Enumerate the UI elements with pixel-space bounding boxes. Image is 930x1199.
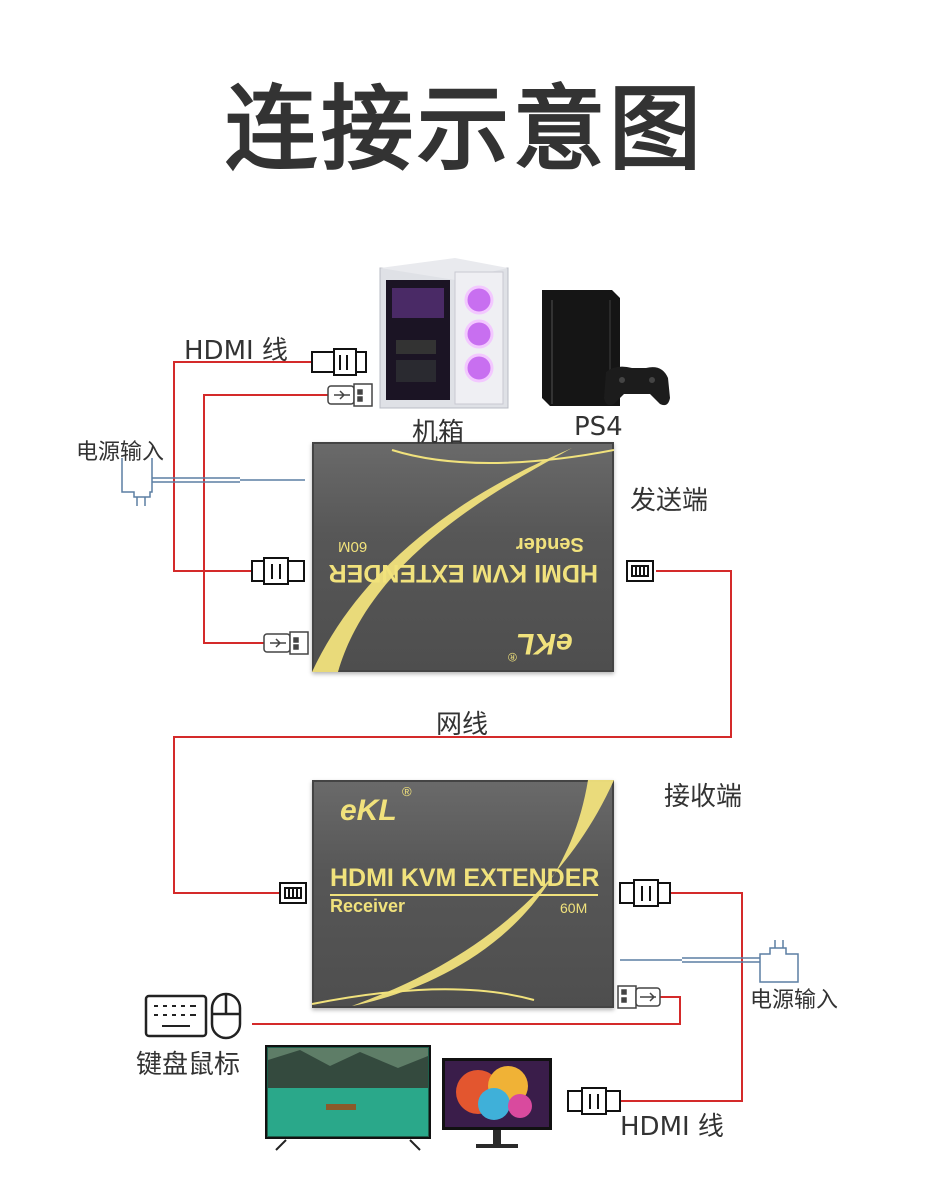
sender-role: Sender <box>516 533 584 555</box>
network-cable-label: 网线 <box>436 710 489 740</box>
hdmi-plug-icon <box>619 879 671 907</box>
pc-case-label: 机箱 <box>412 418 465 448</box>
receiver-role: Receiver <box>330 896 406 916</box>
hdmi-plug-icon <box>567 1087 621 1115</box>
sender-box: HDMI KVM EXTENDER Sender 60M eKL ® <box>312 442 614 672</box>
monitor-icon <box>442 1058 552 1148</box>
hdmi-wire-top <box>173 361 312 572</box>
receiver-end-label: 接收端 <box>664 782 743 812</box>
hdmi-plug-icon <box>311 348 367 376</box>
usb-plug-icon <box>617 985 661 1009</box>
mouse-icon <box>210 992 242 1040</box>
power-input-label-right: 电源输入 <box>750 988 839 1013</box>
power-adapter-icon <box>121 458 153 506</box>
sender-end-label: 发送端 <box>630 486 709 516</box>
pc-case-icon <box>379 258 509 409</box>
keyboard-mouse-label: 键盘鼠标 <box>136 1050 241 1080</box>
tv-icon <box>265 1045 431 1151</box>
sender-registered: ® <box>508 650 517 664</box>
sender-brand: eKL <box>516 627 573 660</box>
sender-product: HDMI KVM EXTENDER <box>328 559 598 587</box>
power-adapter-icon <box>759 940 799 983</box>
keyboard-icon <box>144 994 208 1038</box>
network-wire <box>173 570 732 894</box>
power-input-label-left: 电源输入 <box>76 440 165 465</box>
sender-swoosh <box>312 448 614 672</box>
receiver-swoosh <box>312 780 614 1006</box>
receiver-registered: ® <box>402 784 412 799</box>
hdmi-wire-bottom <box>620 892 743 1102</box>
ps4-label: PS4 <box>574 412 623 442</box>
rj45-port-icon <box>626 560 654 582</box>
sender-distance: 60M <box>338 538 368 555</box>
rj45-port-icon <box>279 882 307 904</box>
page-title: 连接示意图 <box>224 75 705 183</box>
receiver-brand: eKL <box>340 794 397 827</box>
receiver-distance: 60M <box>560 900 588 916</box>
gamepad-icon <box>604 366 670 406</box>
receiver-divider <box>330 894 598 896</box>
receiver-box: eKL ® HDMI KVM EXTENDER Receiver 60M <box>312 780 614 1008</box>
usb-plug-icon <box>263 631 309 655</box>
receiver-product: HDMI KVM EXTENDER <box>330 864 600 892</box>
hdmi-cable-label-top: HDMI 线 <box>184 336 288 366</box>
usb-plug-icon <box>327 383 373 407</box>
usb-wire-bottom <box>252 996 681 1025</box>
hdmi-cable-label-bottom: HDMI 线 <box>620 1112 724 1142</box>
hdmi-plug-icon <box>251 557 305 585</box>
usb-wire-top <box>203 394 328 644</box>
